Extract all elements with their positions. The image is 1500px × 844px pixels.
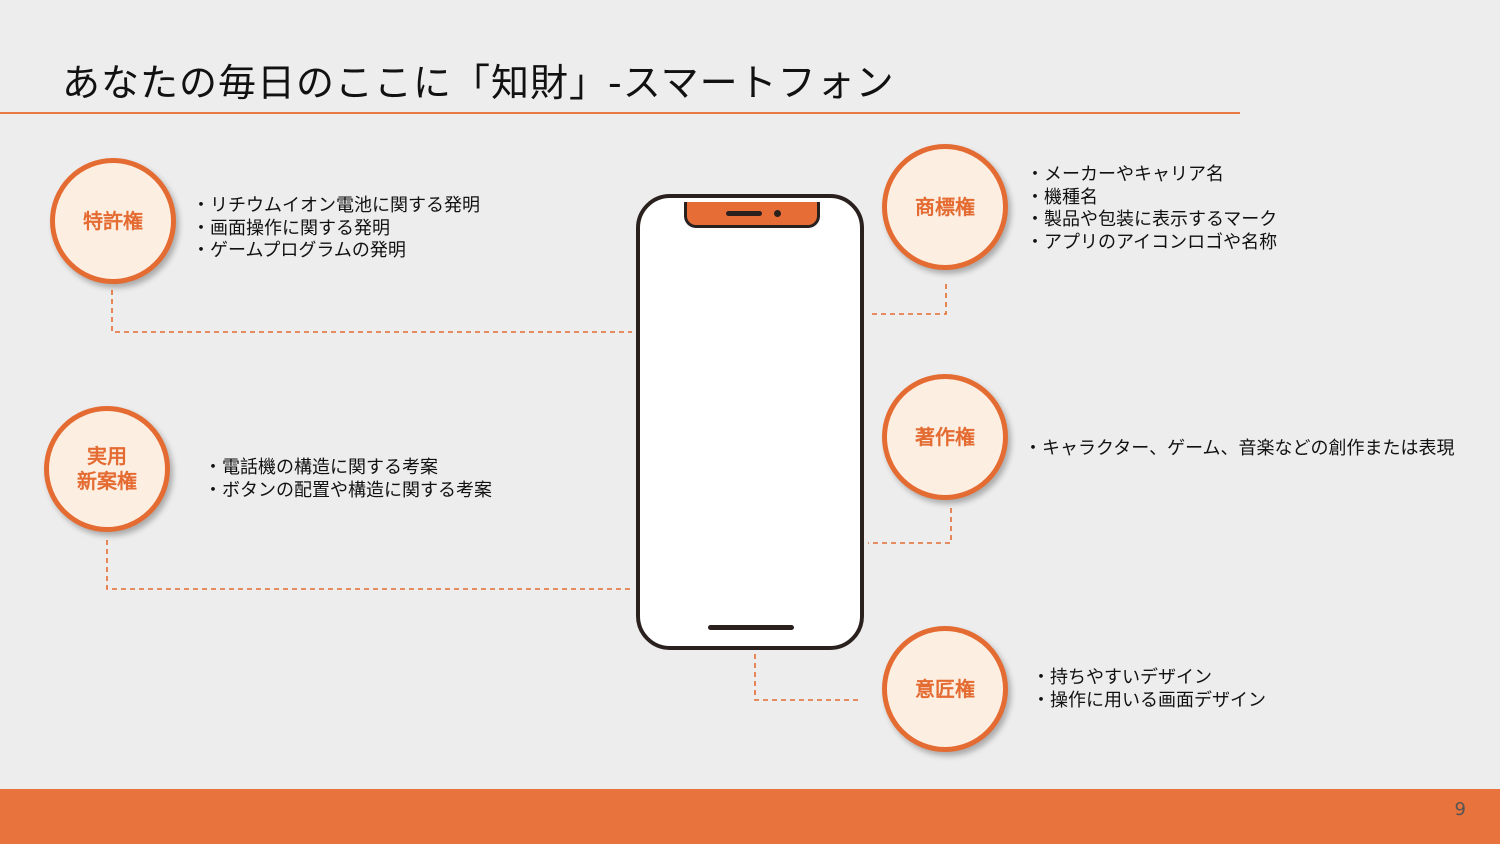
home-indicator (708, 625, 794, 630)
design-label: 意匠権 (915, 676, 975, 701)
patent-label: 特許権 (83, 208, 143, 233)
trademark-item: ・機種名 (1026, 186, 1098, 208)
patent-item: ・リチウムイオン電池に関する発明 (192, 195, 480, 216)
utility-model-circle: 実用 新案権 (44, 406, 170, 532)
connector-copyright (868, 508, 952, 544)
trademark-description: ・メーカーやキャリア名 ・機種名 ・製品や包装に表示するマーク ・アプリのアイコ… (1026, 164, 1277, 254)
design-description: ・持ちやすいデザイン ・操作に用いる画面デザイン (1032, 667, 1266, 712)
copyright-item: ・キャラクター、ゲーム、音楽などの創作または表現 (1024, 438, 1455, 459)
design-item: ・操作に用いる画面デザイン (1032, 689, 1266, 711)
camera-icon (774, 210, 781, 217)
title-underline (0, 112, 1240, 114)
trademark-circle: 商標権 (882, 144, 1008, 270)
trademark-item: ・メーカーやキャリア名 (1026, 164, 1224, 185)
design-circle: 意匠権 (882, 626, 1008, 752)
design-item: ・持ちやすいデザイン (1032, 667, 1212, 688)
page-number: 9 (1454, 799, 1466, 820)
phone-notch (684, 202, 820, 228)
patent-item: ・画面操作に関する発明 (192, 217, 390, 239)
connector-patent (111, 290, 632, 333)
utility-model-label-line: 実用 (87, 444, 127, 468)
utility-model-item: ・電話機の構造に関する考案 (204, 457, 438, 478)
trademark-item: ・アプリのアイコンロゴや名称 (1026, 231, 1278, 253)
utility-model-item: ・ボタンの配置や構造に関する考案 (204, 479, 492, 501)
utility-model-label-line: 新案権 (77, 469, 137, 493)
trademark-item: ・製品や包装に表示するマーク (1026, 209, 1278, 230)
patent-circle: 特許権 (50, 158, 176, 284)
smartphone-illustration (636, 194, 864, 650)
slide-title: あなたの毎日のここに「知財」-スマートフォン (62, 61, 895, 105)
footer-bar: 9 (0, 789, 1500, 844)
connector-utility-model (106, 540, 632, 590)
copyright-label: 著作権 (915, 424, 975, 449)
connector-trademark (868, 284, 947, 315)
copyright-description: ・キャラクター、ゲーム、音楽などの創作または表現 (1024, 438, 1455, 461)
patent-description: ・リチウムイオン電池に関する発明 ・画面操作に関する発明 ・ゲームプログラムの発… (192, 195, 480, 263)
connector-design (754, 654, 862, 701)
copyright-circle: 著作権 (882, 374, 1008, 500)
speaker-icon (726, 211, 762, 216)
utility-model-description: ・電話機の構造に関する考案 ・ボタンの配置や構造に関する考案 (204, 457, 492, 502)
trademark-label: 商標権 (915, 194, 975, 219)
patent-item: ・ゲームプログラムの発明 (192, 240, 406, 261)
